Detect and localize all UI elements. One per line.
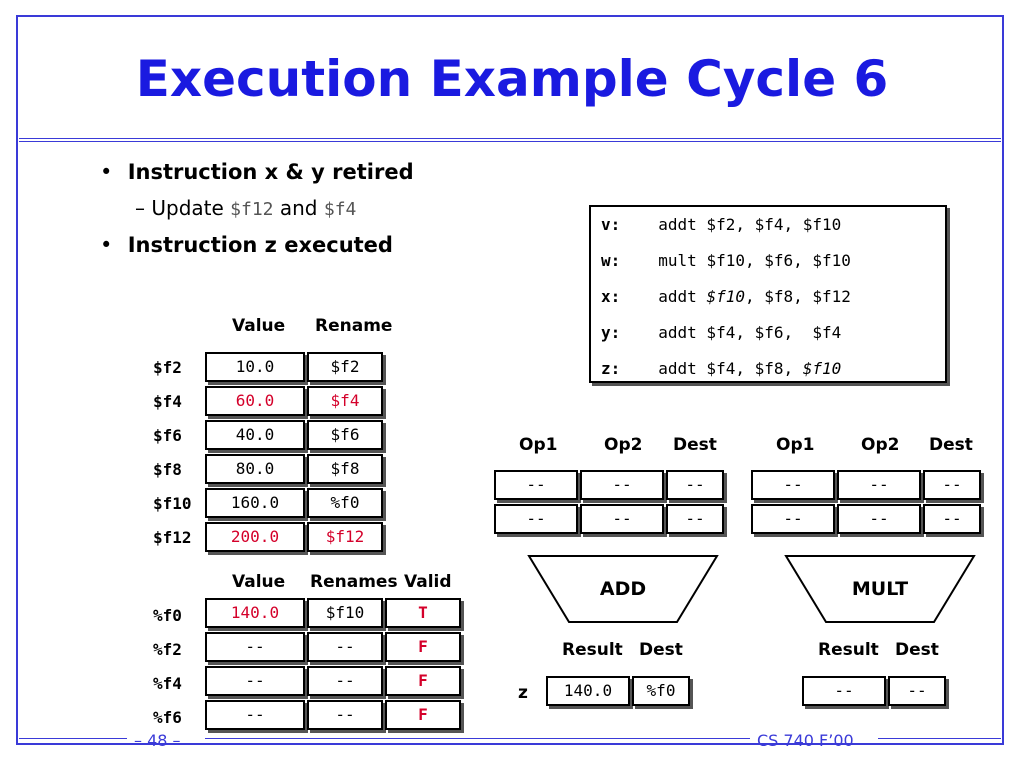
- mult-header-dest: Dest: [929, 435, 973, 455]
- register-name: $f6: [153, 426, 182, 445]
- slide-frame: [16, 15, 1004, 745]
- rename-valid: F: [385, 666, 461, 696]
- register-value: 10.0: [205, 352, 305, 382]
- program-line-v: v:addt $f2, $f4, $f10: [601, 215, 842, 234]
- mult-unit-shape: [784, 555, 976, 623]
- add-result-dest-header: Dest: [639, 640, 683, 660]
- program-line-z: z:addt $f4, $f8, $f10: [601, 359, 842, 378]
- register-name: $f4: [153, 392, 182, 411]
- reservation-entry: --: [666, 470, 724, 500]
- reservation-entry: --: [580, 470, 664, 500]
- reservation-entry: --: [494, 504, 578, 534]
- mult-header-op1: Op1: [776, 435, 815, 455]
- bullet-1-text: Instruction x & y retired: [127, 160, 414, 184]
- register-value: 200.0: [205, 522, 305, 552]
- program-line-y: y:addt $f4, $f6, $f4: [601, 323, 842, 342]
- rename-renames: --: [307, 666, 383, 696]
- sub-bullet-reg2: $f4: [323, 199, 357, 220]
- rename-renames: --: [307, 632, 383, 662]
- add-result-value: 140.0: [546, 676, 630, 706]
- footer-rule-right: [878, 738, 1001, 744]
- footer-rule-left: [19, 738, 127, 744]
- register-rename: $f8: [307, 454, 383, 484]
- add-result-tag: z: [518, 683, 528, 703]
- register-name: $f12: [153, 528, 192, 547]
- rename-register-name: %f2: [153, 640, 182, 659]
- reservation-entry: --: [666, 504, 724, 534]
- reg-header-rename: Rename: [315, 316, 393, 336]
- register-name: $f10: [153, 494, 192, 513]
- sub-bullet: – Update $f12 and $f4: [135, 196, 356, 220]
- register-value: 60.0: [205, 386, 305, 416]
- register-value: 80.0: [205, 454, 305, 484]
- register-rename: $f2: [307, 352, 383, 382]
- footer-course: CS 740 F’00: [757, 731, 854, 750]
- bullet-glyph: •: [100, 233, 113, 257]
- program-line-x: x:addt $f10, $f8, $f12: [601, 287, 851, 306]
- reservation-entry: --: [494, 470, 578, 500]
- footer-page-number: – 48 –: [134, 731, 181, 750]
- rename-valid: T: [385, 598, 461, 628]
- title-box: [19, 18, 1001, 142]
- ren-header-valid: Valid: [404, 572, 452, 592]
- add-unit-shape: [527, 555, 719, 623]
- mult-unit-label: MULT: [851, 578, 909, 600]
- add-result-header: Result: [562, 640, 623, 660]
- register-name: $f2: [153, 358, 182, 377]
- reservation-entry: --: [751, 504, 835, 534]
- rename-value: 140.0: [205, 598, 305, 628]
- rename-value: --: [205, 700, 305, 730]
- register-rename: %f0: [307, 488, 383, 518]
- register-rename: $f6: [307, 420, 383, 450]
- sub-bullet-and: and: [273, 196, 324, 220]
- reservation-entry: --: [837, 504, 921, 534]
- reg-header-value: Value: [232, 316, 286, 336]
- footer-rule-middle: [205, 738, 750, 744]
- rename-valid: F: [385, 632, 461, 662]
- sub-bullet-prefix: – Update: [135, 196, 231, 220]
- reservation-entry: --: [923, 504, 981, 534]
- mult-result-dest: --: [888, 676, 946, 706]
- add-header-op1: Op1: [519, 435, 558, 455]
- add-unit-label: ADD: [599, 578, 647, 600]
- rename-renames: $f10: [307, 598, 383, 628]
- add-header-dest: Dest: [673, 435, 717, 455]
- mult-result-value: --: [802, 676, 886, 706]
- reservation-entry: --: [751, 470, 835, 500]
- program-listing: v:addt $f2, $f4, $f10 w:mult $f10, $f6, …: [589, 205, 947, 383]
- rename-renames: --: [307, 700, 383, 730]
- rename-valid: F: [385, 700, 461, 730]
- add-header-op2: Op2: [604, 435, 643, 455]
- slide-title: Execution Example Cycle 6: [135, 50, 889, 108]
- rename-value: --: [205, 632, 305, 662]
- bullet-2-text: Instruction z executed: [127, 233, 393, 257]
- bullet-glyph: •: [100, 160, 113, 184]
- mult-header-op2: Op2: [861, 435, 900, 455]
- add-result-dest: %f0: [632, 676, 690, 706]
- rename-value: --: [205, 666, 305, 696]
- reservation-entry: --: [580, 504, 664, 534]
- program-line-w: w:mult $f10, $f6, $f10: [601, 251, 851, 270]
- ren-header-value: Value: [232, 572, 286, 592]
- sub-bullet-reg1: $f12: [230, 199, 274, 220]
- register-name: $f8: [153, 460, 182, 479]
- register-value: 160.0: [205, 488, 305, 518]
- reservation-entry: --: [837, 470, 921, 500]
- rename-register-name: %f6: [153, 708, 182, 727]
- rename-register-name: %f4: [153, 674, 182, 693]
- mult-result-dest-header: Dest: [895, 640, 939, 660]
- register-rename: $f4: [307, 386, 383, 416]
- rename-register-name: %f0: [153, 606, 182, 625]
- bullet-2: • Instruction z executed: [100, 233, 393, 257]
- register-rename: $f12: [307, 522, 383, 552]
- ren-header-renames: Renames: [310, 572, 398, 592]
- mult-result-header: Result: [818, 640, 879, 660]
- reservation-entry: --: [923, 470, 981, 500]
- bullet-1: • Instruction x & y retired: [100, 160, 414, 184]
- register-value: 40.0: [205, 420, 305, 450]
